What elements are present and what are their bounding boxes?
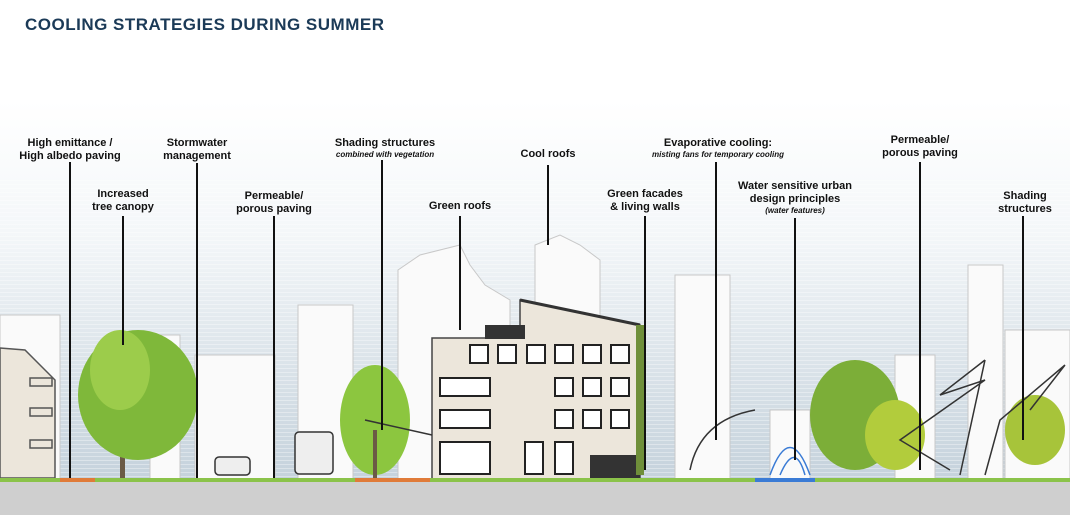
ground-strip: [0, 478, 1070, 482]
label-cool-roofs: Cool roofs: [520, 148, 576, 160]
shading-structures: [364, 359, 1066, 476]
water-feature: [769, 446, 811, 476]
car: [214, 456, 251, 476]
label-evaporative-cooling: Evaporative cooling:misting fans for tem…: [651, 137, 785, 159]
ground: [0, 482, 1070, 515]
label-permeable-paving-2: Permeable/porous paving: [882, 134, 958, 159]
label-green-roofs: Green roofs: [428, 200, 492, 212]
bus: [294, 431, 334, 475]
trees: [78, 330, 1065, 478]
leader-lines: [69, 160, 1024, 478]
label-high-albedo-paving: High emittance /High albedo paving: [19, 137, 121, 162]
label-green-facades: Green facades& living walls: [607, 188, 683, 213]
left-building: [0, 347, 56, 479]
diagram-title: COOLING STRATEGIES DURING SUMMER: [25, 15, 385, 34]
label-permeable-paving-1: Permeable/porous paving: [236, 190, 312, 215]
